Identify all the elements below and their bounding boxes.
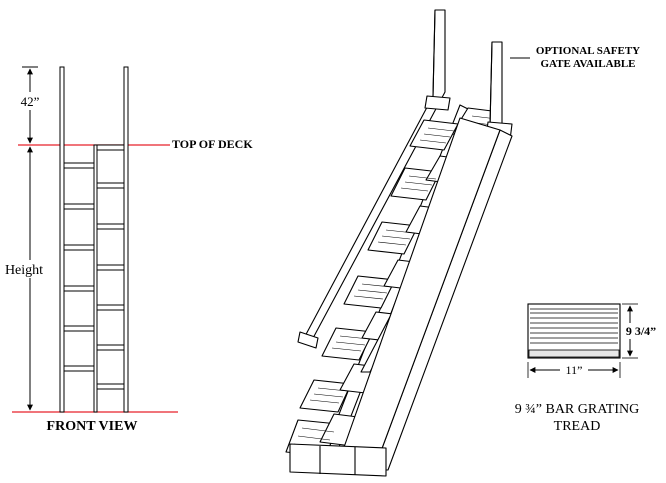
tread-bars [530,308,618,344]
right-handrail [123,66,129,413]
front-view: 42” Height [2,66,253,434]
isometric-stair [285,9,513,477]
gate-note-line-1: OPTIONAL SAFETY [536,45,640,57]
tread-caption-line-1: 9 ¾” BAR GRATING [515,402,639,417]
right-steps [96,144,125,390]
left-handrail [59,66,65,413]
tread-detail: 9 3/4” 11” 9 ¾” BAR GRATING TREAD [515,303,663,434]
tread-caption-line-2: TREAD [554,419,601,434]
tread-height-label: 9 3/4” [626,324,656,338]
tread-nosing [528,349,620,358]
center-stringer [93,144,98,413]
left-steps [63,162,95,372]
dimension-height: Height [2,146,48,411]
top-of-deck-label: TOP OF DECK [172,137,253,151]
tread-grating [293,115,498,449]
gate-note-line-2: GATE AVAILABLE [540,58,635,70]
base-frame [289,443,387,477]
front-view-caption: FRONT VIEW [47,419,138,434]
gate-note: OPTIONAL SAFETY GATE AVAILABLE [510,45,640,70]
dimension-height-label: Height [5,263,43,278]
tread-width-label: 11” [566,363,583,377]
back-handrail [297,9,451,349]
dimension-42: 42” [16,66,44,144]
dimension-42-label: 42” [21,94,40,109]
